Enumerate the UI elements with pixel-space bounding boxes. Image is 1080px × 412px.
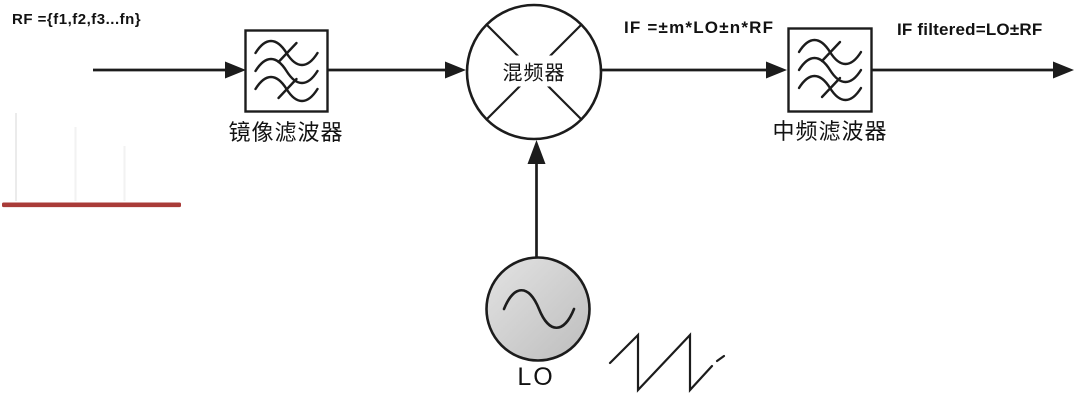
- rf-input-arrow: [93, 61, 246, 79]
- mixer-to-filter-arrow: [601, 61, 787, 79]
- lo-to-mixer-arrow: [527, 140, 546, 259]
- red-underline: [2, 202, 181, 208]
- filter-to-mixer-arrow: [327, 61, 466, 79]
- mixer-label: 混频器: [498, 55, 570, 87]
- if-signal-label: IF =±m*LO±n*RF: [624, 18, 775, 37]
- image-filter-label: 镜像滤波器: [228, 120, 344, 145]
- lo-oscillator-icon: [485, 256, 591, 362]
- if-filtered-label: IF filtered=LO±RF: [897, 20, 1043, 39]
- lo-label: LO: [517, 363, 555, 391]
- sine-wave-icon: [502, 289, 576, 329]
- if-output-arrow: [872, 61, 1074, 79]
- faded-spectrum-artifact: [15, 113, 126, 201]
- sawtooth-wave-icon: [608, 332, 726, 393]
- rf-input-label: RF ={f1,f2,f3...fn}: [12, 11, 142, 28]
- if-filter-label: 中频滤波器: [772, 119, 888, 144]
